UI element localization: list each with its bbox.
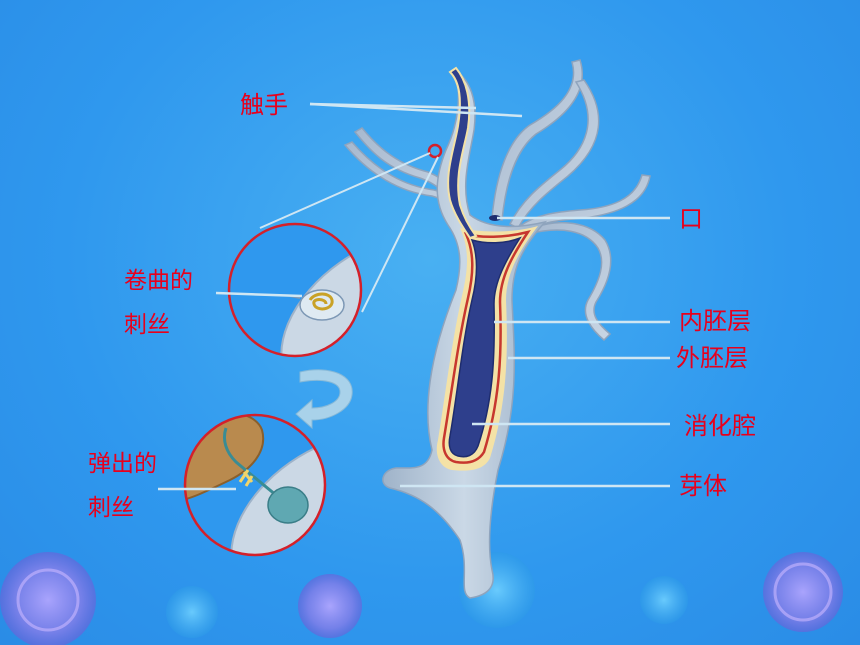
cnidocyte-capsule [267,486,309,524]
label-mouth: 口 [679,205,703,233]
transition-arrow [295,369,353,430]
label-tentacles: 触手 [240,91,288,119]
tentacle [508,79,600,229]
decor-circle [0,552,96,645]
tentacle-surface [280,233,361,356]
nematocyst-marker [427,143,443,159]
coiled-thread [308,292,334,311]
barbs [238,469,254,487]
decor-circle [298,574,362,638]
label-bud: 芽体 [679,472,727,500]
decor-circle [773,562,833,622]
ejected-nematocyst-inset [183,413,327,557]
endoderm-layer [442,229,531,464]
label-gastrovascular-cavity: 消化腔 [684,412,756,440]
decor-circle [640,576,688,624]
decor-circle [166,586,218,638]
tentacle-surface [230,433,325,555]
leader-tentacles [309,102,523,118]
label-ejected-line1: 弹出的 [88,451,157,477]
zoom-line [361,156,439,313]
arrow-icon [295,369,353,430]
gastrovascular-cavity [448,236,522,458]
label-ectoderm: 外胚层 [676,344,748,372]
tentacle-main [447,66,478,240]
label-coiled-line1: 卷曲的 [124,268,193,294]
inset-border [183,413,327,557]
decor-circle [16,568,80,632]
mouth [489,215,501,221]
coiled-nematocyst-inset [227,222,363,358]
ejected-thread [222,427,283,502]
hydra-body [382,66,548,599]
tentacle [491,59,584,221]
label-endoderm: 内胚层 [679,307,751,335]
label-coiled-line2: 刺丝 [124,312,170,338]
label-ejected-line2: 刺丝 [88,495,134,521]
zoom-line [259,152,431,229]
zoom-lines [259,152,439,313]
leader-coiled [215,291,303,298]
inset-border [227,222,363,358]
decorative-circles [0,552,843,645]
leader-lines [158,102,670,491]
